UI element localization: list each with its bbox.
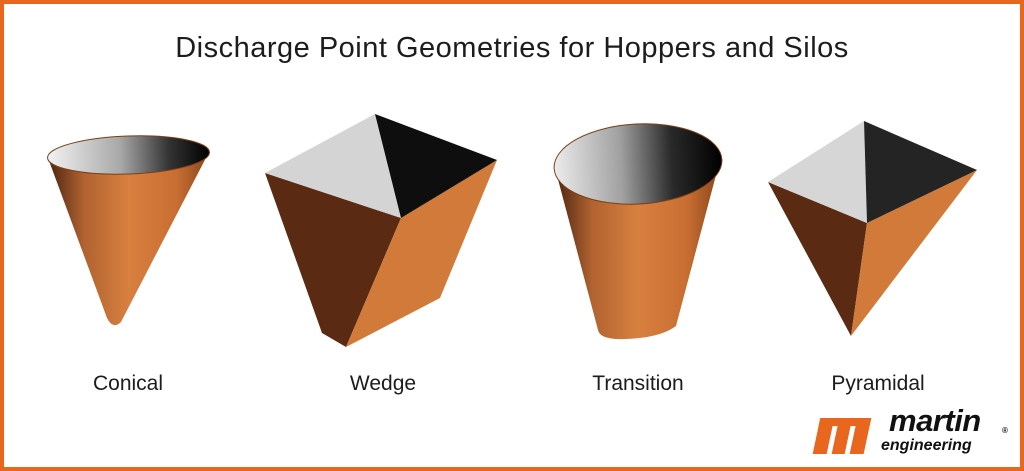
label-transition: Transition — [592, 372, 684, 395]
transition-shape — [553, 123, 723, 340]
martin-logo-mark-icon — [812, 418, 872, 454]
pyramidal-shape — [768, 121, 977, 336]
label-pyramidal: Pyramidal — [831, 372, 925, 395]
label-wedge: Wedge — [349, 372, 417, 395]
wedge-shape — [265, 114, 497, 347]
logo-registered-mark: ® — [1002, 426, 1008, 435]
logo-wordmark-martin: martin — [889, 403, 981, 438]
conical-shape — [47, 135, 210, 326]
figure-title: Discharge Point Geometries for Hoppers a… — [175, 32, 849, 64]
label-conical: Conical — [92, 372, 164, 395]
logo-wordmark-engineering: engineering — [881, 437, 972, 454]
